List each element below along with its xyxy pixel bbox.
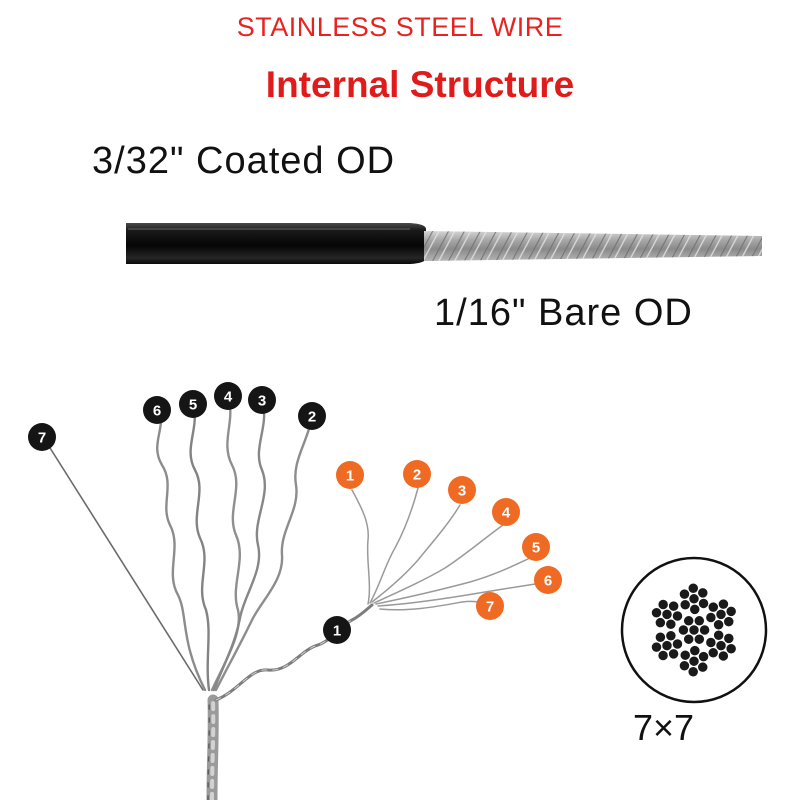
inner-strand-badges: 1 2 3 4 5 6 7 [336,460,562,620]
svg-text:7: 7 [486,599,494,616]
wire [713,629,725,641]
wire [678,660,691,672]
wire [707,647,719,659]
inner-badge-6: 6 [534,566,562,594]
wire [679,649,691,661]
outer-badge-4: 4 [214,382,242,410]
wire [667,648,680,660]
wire [697,661,709,673]
wire [725,643,737,655]
wire [687,582,699,594]
wire [697,587,709,599]
outer-badge-5: 5 [179,390,207,418]
coated-cable [126,223,426,264]
svg-text:4: 4 [224,389,233,406]
svg-text:6: 6 [153,403,161,420]
wire [717,650,730,662]
wire [665,630,677,642]
svg-text:4: 4 [502,505,511,522]
wire [683,633,695,645]
cross-section-label: 7×7 [633,707,695,748]
inner-badge-5: 5 [522,533,550,561]
strand-bundle-trunk [206,694,219,800]
strand-group [705,598,737,631]
strand-group [650,598,684,630]
wire [717,598,730,610]
coated-od-label: 3/32" Coated OD [92,140,396,182]
cable-coating [126,223,426,264]
diagram-title: STAINLESS STEEL WIRE [236,12,564,42]
outer-badge-7: 7 [28,423,56,451]
inner-badge-3: 3 [448,476,476,504]
inner-badge-2: 2 [403,460,431,488]
outer-badge-3: 3 [248,386,276,414]
wire [723,632,735,645]
wire [723,616,735,628]
wire [654,631,667,643]
strand-group [678,582,710,616]
inner-badge-1: 1 [336,461,364,489]
svg-text:2: 2 [308,409,316,426]
svg-text:1: 1 [333,623,341,640]
wire [697,650,710,663]
wire [687,666,699,678]
cross-section-strands [650,582,737,678]
wire [707,601,719,613]
wire [725,605,737,617]
wire [679,599,691,611]
wire [693,615,705,627]
wire [693,633,705,645]
wire [712,619,725,631]
inner-badge-4: 4 [492,498,520,526]
wire [677,624,690,636]
wire [650,641,663,653]
svg-text:5: 5 [532,540,540,557]
outer-badge-2: 2 [298,402,326,430]
wire [689,603,701,616]
svg-text:3: 3 [458,483,466,500]
wire [705,611,717,624]
svg-text:6: 6 [544,573,552,590]
wire [657,598,669,611]
wire [698,624,711,636]
wire [654,617,666,629]
wire [697,597,710,610]
inner-badge-7: 7 [476,592,504,620]
wire [667,600,680,612]
svg-text:2: 2 [413,467,421,484]
strand-group [650,630,684,662]
outer-strand-group [44,396,374,702]
wire [715,639,727,652]
wire [671,638,684,650]
cross-section-diagram [620,556,768,704]
strand-group [705,629,737,662]
wire [688,624,700,636]
strand-group [678,644,710,678]
svg-text:1: 1 [346,468,354,485]
svg-text:3: 3 [258,393,266,410]
wire [683,615,695,627]
outer-strand-badges: 7 6 5 4 3 2 1 [28,382,351,644]
bare-steel-wire [424,231,762,261]
strand-group [677,615,711,645]
svg-text:7: 7 [38,430,46,447]
diagram-subtitle: Internal Structure [265,64,575,105]
wire [705,636,717,649]
outer-badge-6: 6 [143,396,171,424]
wire [657,649,669,662]
outer-badge-1: 1 [323,616,351,644]
wire [678,588,691,600]
svg-text:5: 5 [189,397,197,414]
wire [650,607,663,619]
wire [715,608,727,621]
wire [671,610,684,622]
bare-od-label: 1/16" Bare OD [434,292,693,334]
wire [689,644,701,657]
